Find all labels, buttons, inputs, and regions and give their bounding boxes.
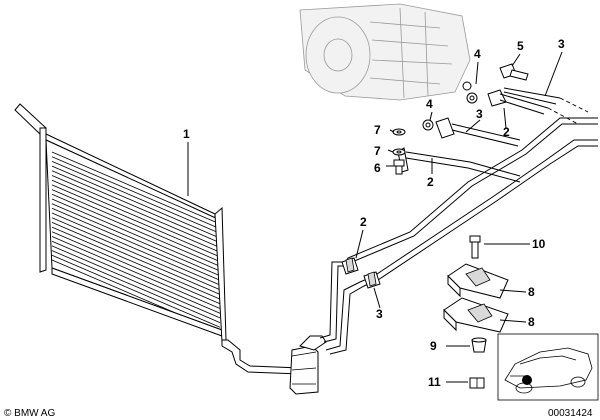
seal-ring-upper <box>462 81 478 104</box>
callout-3-top: 3 <box>558 37 565 51</box>
transmission-illustration <box>299 3 471 101</box>
cooler-fin <box>51 179 221 253</box>
washer-upper <box>392 128 406 136</box>
dash-line-1 <box>547 107 579 125</box>
cooler-fin <box>51 231 221 305</box>
seal-ring-lower <box>422 119 434 131</box>
callout-11: 11 <box>428 375 441 389</box>
trans-pipe-2-upper <box>397 117 521 183</box>
cooler-fin <box>51 245 221 319</box>
callout-2-middle: 2 <box>427 175 434 189</box>
callout-3-lower: 3 <box>376 307 383 321</box>
callout-4-upper: 4 <box>474 47 481 61</box>
cooler-fin <box>51 212 221 286</box>
oil-cooler <box>14 103 327 395</box>
diagram-number: 00031424 <box>548 408 593 419</box>
dash-line-2 <box>559 97 589 113</box>
cooler-fin <box>51 189 221 262</box>
nut <box>469 377 485 389</box>
bracket-upper <box>447 263 509 299</box>
callout-6: 6 <box>374 161 381 175</box>
callout-10: 10 <box>532 237 546 251</box>
leader-lines <box>187 51 563 383</box>
cooler-fin <box>51 203 221 277</box>
bracket-lower <box>443 297 509 333</box>
trans-pipe-3-upper <box>487 87 561 115</box>
cooler-fin <box>51 175 221 248</box>
callout-2-lower: 2 <box>360 215 367 229</box>
copyright-label: © BMW AG <box>4 408 55 419</box>
rubber-mount <box>471 337 487 353</box>
washer-lower <box>392 148 406 156</box>
bolt <box>469 235 481 259</box>
callout-8-upper: 8 <box>528 285 535 299</box>
callout-1: 1 <box>183 127 190 141</box>
cooler-pipe-lower <box>325 139 598 355</box>
callout-8-lower: 8 <box>528 315 535 329</box>
cooler-fin <box>51 217 221 291</box>
cooler-fin <box>51 198 221 272</box>
car-location-inset <box>497 333 599 401</box>
cooler-fin <box>51 207 221 281</box>
fitting-upper <box>341 257 359 275</box>
cooler-fin <box>51 222 221 295</box>
cooler-fin <box>51 151 221 225</box>
callout-2-upper: 2 <box>503 125 510 139</box>
callout-4-lower: 4 <box>426 97 433 111</box>
cooler-fin <box>51 240 221 314</box>
callout-7-upper: 7 <box>374 123 381 137</box>
callout-5: 5 <box>517 39 524 53</box>
cooler-fin <box>51 250 221 323</box>
cooler-fin <box>51 156 221 230</box>
cooler-fin <box>51 165 221 239</box>
cooler-fin <box>51 236 221 309</box>
screw <box>393 159 405 175</box>
hollow-bolt <box>499 63 529 81</box>
cooler-fin <box>51 193 221 267</box>
callout-9: 9 <box>430 339 437 353</box>
cooler-fin <box>51 226 221 300</box>
cooler-fin <box>51 184 221 258</box>
cooler-fin <box>51 161 221 234</box>
cooler-fin <box>51 254 221 328</box>
cooler-pipe-upper <box>319 117 598 343</box>
cooler-fins <box>51 151 221 333</box>
callout-3-middle: 3 <box>476 107 483 121</box>
cooler-fin <box>51 170 221 244</box>
fitting-lower <box>363 271 381 289</box>
callout-7-lower: 7 <box>374 144 381 158</box>
